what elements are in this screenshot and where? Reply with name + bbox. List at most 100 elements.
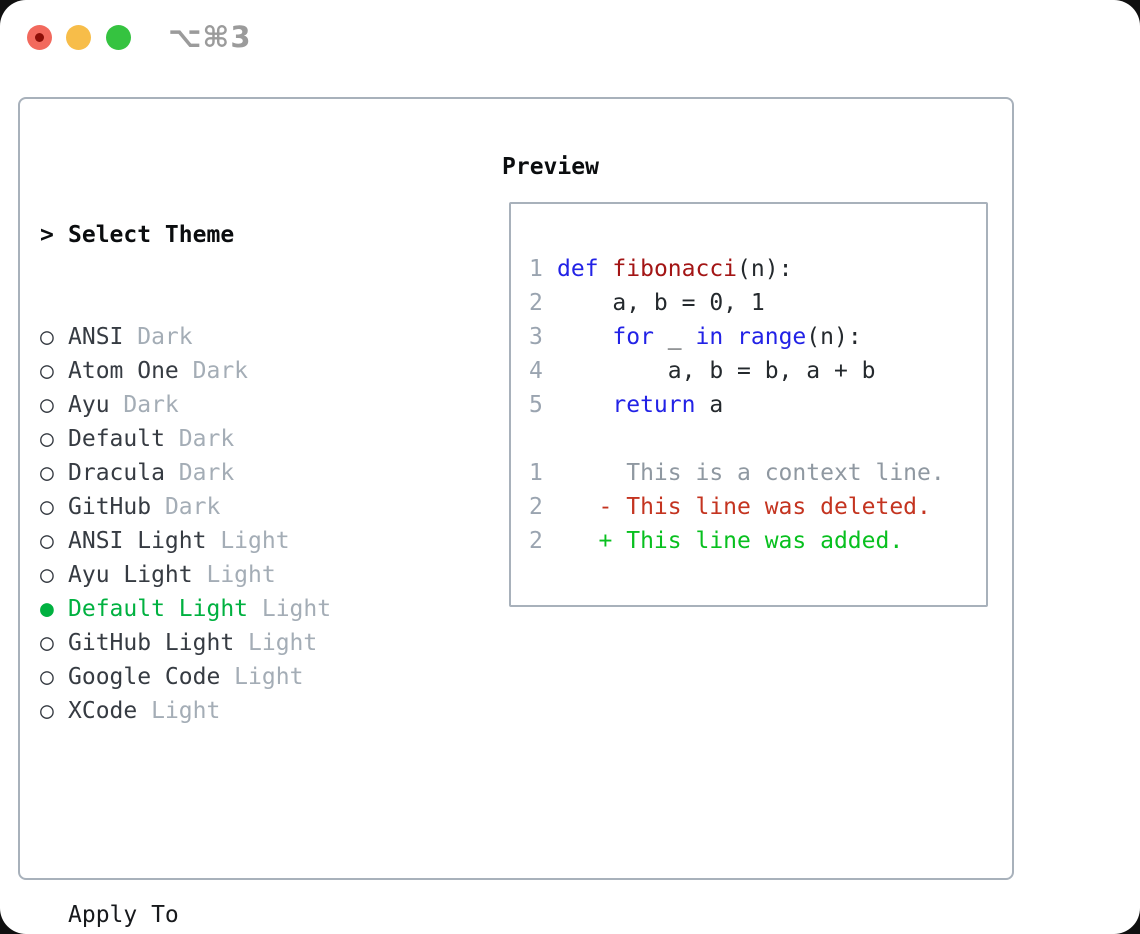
zoom-button[interactable] <box>106 25 131 50</box>
theme-item[interactable]: ● Default Light Light <box>40 592 428 626</box>
theme-name: Atom One <box>68 358 179 384</box>
theme-variant: Dark <box>109 392 179 418</box>
code-line: 3 for _ in range(n): <box>529 320 945 354</box>
code-segment: (n): <box>737 256 793 282</box>
theme-item[interactable]: ○ Default Dark <box>40 422 428 456</box>
theme-name: Dracula <box>68 460 165 486</box>
apply-to-title: Apply To <box>68 902 179 928</box>
line-number: 2 <box>529 528 543 554</box>
titlebar: ⌥⌘3 <box>0 0 1140 97</box>
line-number: 2 <box>529 290 543 316</box>
code-segment: a <box>695 392 724 418</box>
code-segment: def <box>557 256 599 282</box>
code-segment: for <box>612 324 654 350</box>
theme-item[interactable]: ○ ANSI Light Light <box>40 524 428 558</box>
code-segment: return <box>612 392 696 418</box>
theme-name: ANSI <box>68 324 124 350</box>
close-button[interactable] <box>27 25 52 50</box>
preview-title: Preview <box>502 154 599 180</box>
close-dot-icon <box>35 33 44 42</box>
theme-variant: Light <box>248 596 332 622</box>
code-line: 4 a, b = b, a + b <box>529 354 945 388</box>
code-segment: _ <box>653 324 696 350</box>
radio-icon: ○ <box>40 664 54 690</box>
code-segment <box>599 256 613 282</box>
theme-name: Google Code <box>68 664 221 690</box>
theme-item[interactable]: ○Google Code Light <box>40 660 428 694</box>
code-segment: a, b = 0, 1 <box>557 290 765 316</box>
theme-name: ANSI Light <box>68 528 207 554</box>
code-segment: range <box>737 324 807 350</box>
radio-icon: ○ <box>40 528 54 554</box>
theme-selector-panel: >Select Theme ○ ANSI Dark ○ Atom One Dark ○ A… <box>18 97 1014 928</box>
radio-icon: ○ <box>40 460 54 486</box>
theme-item[interactable]: ○ Ayu Dark <box>40 388 428 422</box>
minimize-button[interactable] <box>66 25 91 50</box>
theme-variant: Light <box>206 528 290 554</box>
theme-name: GitHub <box>68 494 152 520</box>
theme-name: Default Light <box>68 596 249 622</box>
radio-icon: ○ <box>40 494 54 520</box>
theme-variant: Dark <box>178 358 249 384</box>
theme-variant: Light <box>192 562 276 588</box>
code-line: 2 - This line was deleted. <box>529 490 945 524</box>
line-number: 3 <box>529 324 543 350</box>
theme-item[interactable]: ○ GitHub Dark <box>40 490 428 524</box>
theme-item[interactable]: ○ Ayu Light Light <box>40 558 428 592</box>
theme-item[interactable]: ○ GitHub Light Light <box>40 626 428 660</box>
theme-item[interactable]: ○ XCode Light <box>40 694 428 728</box>
radio-icon: ○ <box>40 630 54 656</box>
theme-variant: Light <box>137 698 221 724</box>
theme-name: Ayu Light <box>68 562 193 588</box>
code-segment: - This line was deleted. <box>557 494 931 520</box>
theme-picker-title: >Select Theme <box>40 218 428 252</box>
line-number: 1 <box>529 460 543 486</box>
cursor-icon: > <box>40 222 54 248</box>
code-segment: fibonacci <box>612 256 738 282</box>
theme-variant: Dark <box>123 324 193 350</box>
theme-item[interactable]: ○ Atom One Dark <box>40 354 428 388</box>
radio-selected-icon: ● <box>40 596 54 622</box>
code-line: 1 def fibonacci(n): <box>529 252 945 286</box>
radio-icon: ○ <box>40 392 54 418</box>
theme-variant: Dark <box>151 494 221 520</box>
theme-name: Default <box>68 426 165 452</box>
code-segment: (n): <box>806 324 862 350</box>
code-segment: in <box>695 324 724 350</box>
code-segment: a, b = b, a + b <box>557 358 876 384</box>
theme-name: GitHub Light <box>68 630 235 656</box>
theme-list: ○ ANSI Dark ○ Atom One Dark ○ Ayu Dark ○ Defaul… <box>40 320 428 728</box>
theme-item[interactable]: ○ Dracula Dark <box>40 456 428 490</box>
theme-variant: Light <box>234 630 318 656</box>
line-number: 4 <box>529 358 543 384</box>
line-number: 2 <box>529 494 543 520</box>
theme-variant: Dark <box>164 426 235 452</box>
code-line: 1 This is a context line. <box>529 456 945 490</box>
line-number: 1 <box>529 256 543 282</box>
radio-icon: ○ <box>40 324 54 350</box>
code-segment: + This line was added. <box>557 528 904 554</box>
code-line <box>529 422 945 456</box>
theme-name: XCode <box>68 698 138 724</box>
code-segment <box>557 392 612 418</box>
line-number: 5 <box>529 392 543 418</box>
code-segment <box>557 324 612 350</box>
theme-name: Ayu <box>68 392 110 418</box>
radio-icon: ○ <box>40 698 54 724</box>
left-pane: >Select Theme ○ ANSI Dark ○ Atom One Dark ○ A… <box>40 150 428 934</box>
theme-variant: Dark <box>164 460 235 486</box>
radio-icon: ○ <box>40 562 54 588</box>
code-segment <box>723 324 737 350</box>
code-segment: This is a context line. <box>557 460 945 486</box>
code-line: 2 + This line was added. <box>529 524 945 558</box>
theme-item[interactable]: ○ ANSI Dark <box>40 320 428 354</box>
keyboard-shortcut-label: ⌥⌘3 <box>168 20 252 54</box>
spacer-row <box>40 796 428 830</box>
radio-icon: ○ <box>40 358 54 384</box>
radio-icon: ○ <box>40 426 54 452</box>
code-line: 5 return a <box>529 388 945 422</box>
code-line: 2 a, b = 0, 1 <box>529 286 945 320</box>
